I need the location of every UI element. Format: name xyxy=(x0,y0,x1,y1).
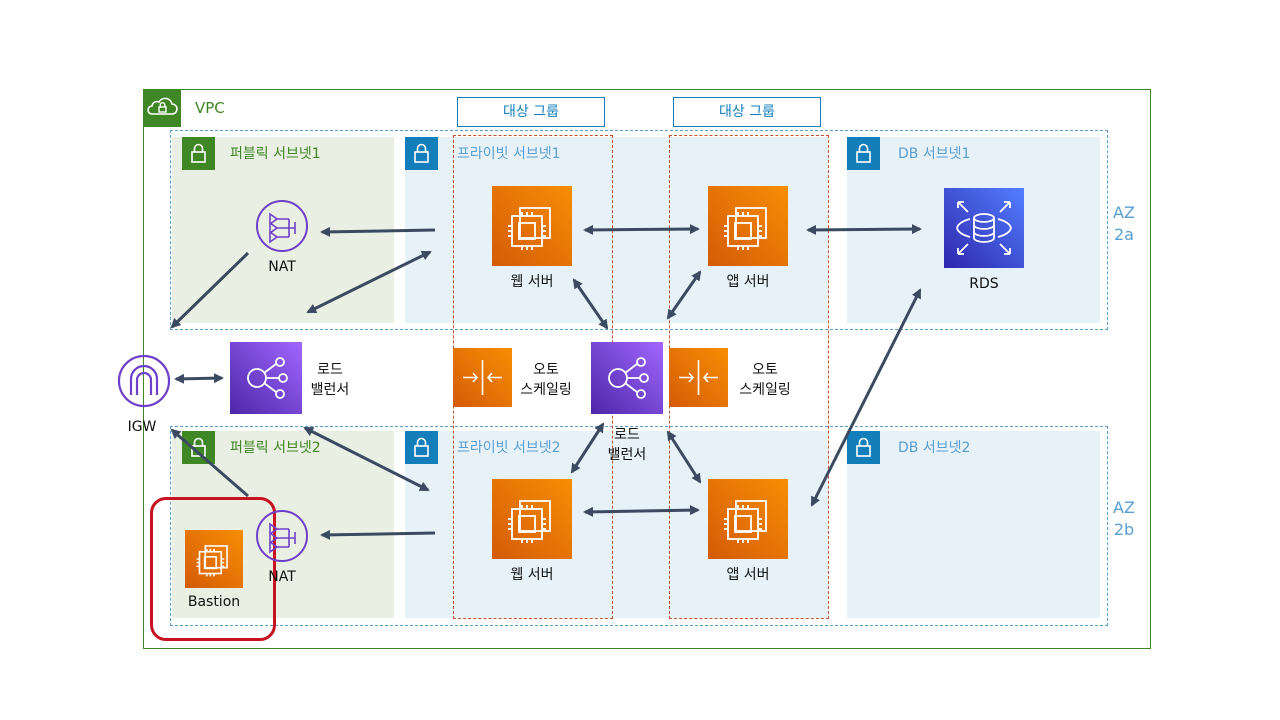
lock-icon xyxy=(405,137,438,170)
target-group-app-label: 대상 그룹 xyxy=(673,97,821,127)
ec2-instance-icon xyxy=(708,186,788,266)
web-server-1-label: 웹 서버 xyxy=(510,274,554,290)
lock-icon xyxy=(847,137,880,170)
nat-1-label: NAT xyxy=(268,259,296,275)
ec2-instance-icon xyxy=(708,479,788,559)
ec2-instance-icon xyxy=(492,186,572,266)
nat-gateway-icon xyxy=(254,508,310,564)
vpc-cloud-icon xyxy=(143,89,181,127)
nat-2-label: NAT xyxy=(268,569,296,585)
db-subnet-1-label: DB 서브넷1 xyxy=(898,146,971,162)
private-subnet-1-label: 프라이빗 서브넷1 xyxy=(457,146,561,162)
availability-zone-b xyxy=(170,426,1108,626)
rds-label: RDS xyxy=(969,276,999,292)
lock-icon xyxy=(182,137,215,170)
ec2-instance-icon xyxy=(185,530,243,588)
load-balancer-icon xyxy=(230,342,302,414)
internet-gateway-icon xyxy=(116,353,172,409)
nat-gateway-icon xyxy=(254,198,310,254)
private-subnet-2-label: 프라이빗 서브넷2 xyxy=(457,440,561,456)
app-server-2-label: 앱 서버 xyxy=(726,567,770,583)
auto-scaling-icon xyxy=(453,348,512,407)
web-server-2-label: 웹 서버 xyxy=(510,567,554,583)
bastion-highlight xyxy=(150,497,276,641)
availability-zone-a xyxy=(170,130,1108,330)
public-subnet-1-label: 퍼블릭 서브넷1 xyxy=(230,146,321,162)
vpc-boundary xyxy=(143,89,1151,649)
bastion-label: Bastion xyxy=(187,594,241,610)
igw-label: IGW xyxy=(127,419,157,435)
public-subnet-2-label: 퍼블릭 서브넷2 xyxy=(230,440,321,456)
app-server-1-label: 앱 서버 xyxy=(726,274,770,290)
auto-scaling-icon xyxy=(669,348,728,407)
ec2-instance-icon xyxy=(492,479,572,559)
target-group-web-label: 대상 그룹 xyxy=(457,97,605,127)
rds-icon xyxy=(944,188,1024,268)
load-balancer-icon xyxy=(591,342,663,414)
vpc-label: VPC xyxy=(195,99,225,117)
